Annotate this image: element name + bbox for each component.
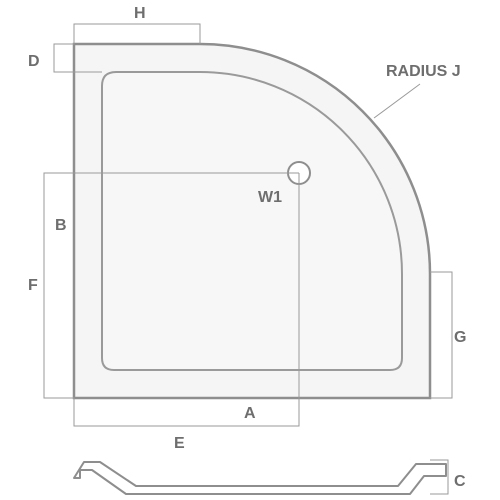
- label-f: F: [28, 277, 38, 294]
- dimension-h-bracket: [73, 23, 201, 44]
- dimension-f-bracket: [43, 172, 74, 399]
- dimension-g-bracket: [430, 271, 453, 399]
- label-e: E: [174, 435, 185, 452]
- tray-side-profile: [73, 461, 447, 495]
- dimension-c-bracket: [430, 459, 449, 495]
- dimension-e-bracket: [73, 398, 300, 427]
- label-g: G: [454, 329, 466, 346]
- label-w1: W1: [258, 189, 282, 206]
- dimension-d-bracket: [53, 43, 102, 73]
- label-h: H: [134, 5, 146, 22]
- label-c: C: [454, 473, 466, 490]
- label-b: B: [55, 217, 67, 234]
- dimension-lines: [43, 23, 453, 495]
- label-radius-j: RADIUS J: [386, 63, 461, 80]
- tray-inner-recess: [101, 71, 403, 371]
- radius-j-leader-line: [373, 83, 421, 119]
- label-a: A: [244, 405, 256, 422]
- label-d: D: [28, 53, 40, 70]
